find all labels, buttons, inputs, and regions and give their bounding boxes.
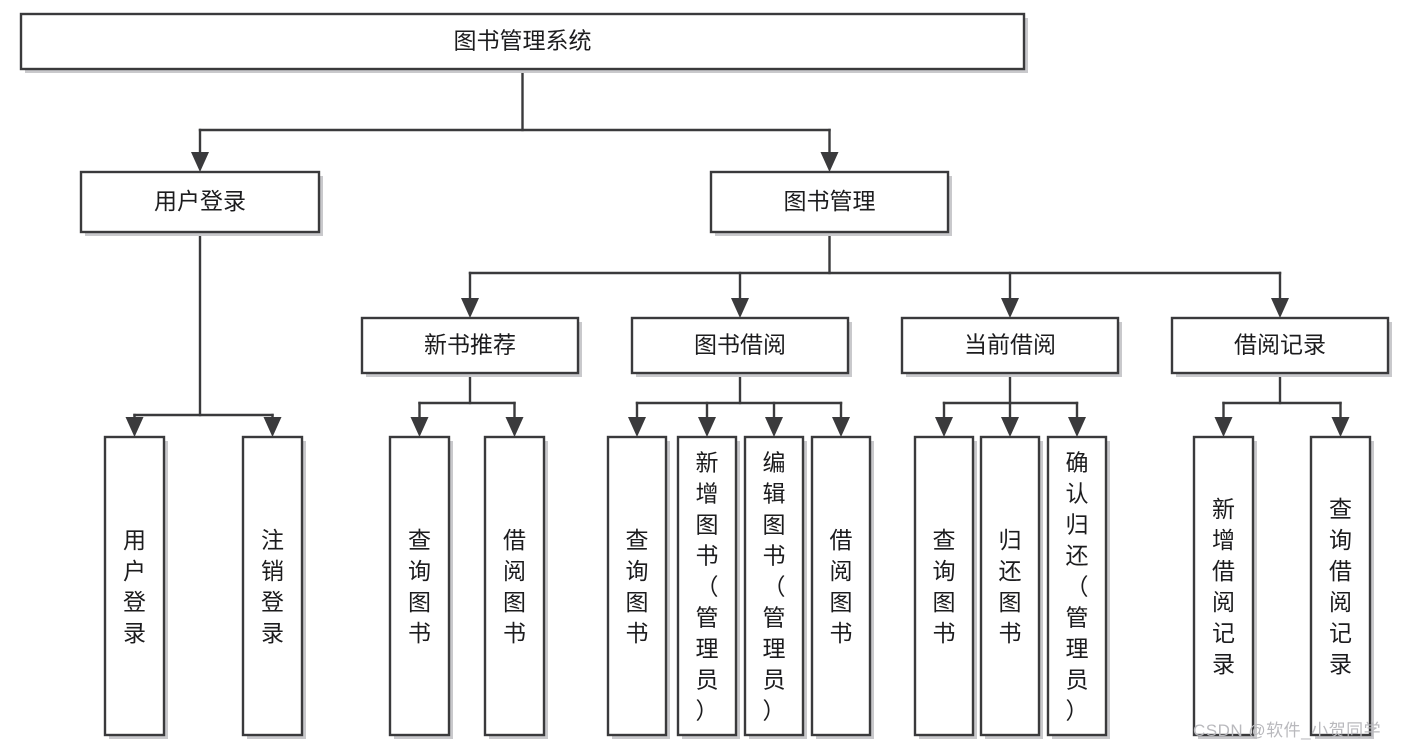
edge-arrowhead — [1001, 417, 1019, 437]
node-box — [676, 435, 738, 737]
node-box — [103, 435, 166, 737]
edge-arrowhead — [1271, 298, 1289, 318]
node-label: 查询图书 — [408, 527, 431, 646]
node-box — [709, 170, 950, 234]
node-leaf-confirm-return[interactable]: 确认归还（管理员） — [1046, 435, 1110, 739]
edge-arrowhead — [1068, 417, 1086, 437]
node-label: 确认归还（管理员） — [1066, 450, 1089, 724]
node-box — [810, 435, 872, 737]
edge-arrowhead — [1331, 417, 1350, 437]
node-label: 归还图书 — [999, 527, 1022, 646]
node-box — [1309, 435, 1372, 737]
edge-arrowhead — [461, 298, 479, 318]
edge-arrowhead — [820, 152, 839, 172]
node-label: 图书管理系统 — [454, 28, 592, 54]
node-box — [241, 435, 304, 737]
edge-arrowhead — [125, 417, 144, 437]
edge-arrowhead — [765, 417, 783, 437]
node-leaf-query-book-rec[interactable]: 查询图书 — [388, 435, 453, 739]
edge-arrowhead — [628, 417, 646, 437]
node-label: 图书借阅 — [694, 332, 786, 358]
node-label: 新书推荐 — [424, 332, 516, 358]
edge-arrowhead — [1214, 417, 1233, 437]
node-leaf-logout[interactable]: 注销登录 — [241, 435, 306, 739]
node-new-book-rec[interactable]: 新书推荐 — [360, 316, 582, 377]
node-label: 编辑图书（管理员） — [763, 450, 786, 724]
node-book-manage[interactable]: 图书管理 — [709, 170, 952, 236]
node-box — [900, 316, 1120, 375]
edge-arrowhead — [698, 417, 716, 437]
node-box — [1046, 435, 1108, 737]
node-leaf-add-book[interactable]: 新增图书（管理员） — [676, 435, 740, 739]
edge-arrowhead — [832, 417, 850, 437]
node-label: 查询图书 — [933, 527, 956, 646]
node-book-borrow[interactable]: 图书借阅 — [630, 316, 852, 377]
node-leaf-query-book-cur[interactable]: 查询图书 — [913, 435, 977, 739]
node-box — [483, 435, 546, 737]
node-root[interactable]: 图书管理系统 — [19, 12, 1028, 73]
node-label: 新增借阅记录 — [1212, 496, 1235, 677]
edge-arrowhead — [731, 298, 749, 318]
edge-arrowhead — [191, 152, 209, 172]
node-box — [630, 316, 850, 375]
node-leaf-add-record[interactable]: 新增借阅记录 — [1192, 435, 1257, 739]
edge-arrowhead — [1001, 298, 1019, 318]
node-box — [360, 316, 580, 375]
node-leaf-user-login[interactable]: 用户登录 — [103, 435, 168, 739]
node-box — [79, 170, 321, 234]
node-user-login[interactable]: 用户登录 — [79, 170, 323, 236]
edge-arrowhead — [410, 417, 429, 437]
node-borrow-record[interactable]: 借阅记录 — [1170, 316, 1392, 377]
node-box — [388, 435, 451, 737]
nodes-layer: 图书管理系统用户登录图书管理新书推荐图书借阅当前借阅借阅记录用户登录注销登录查询… — [19, 12, 1392, 739]
node-label: 借阅图书 — [830, 527, 853, 646]
node-label: 用户登录 — [154, 188, 246, 214]
edge-arrowhead — [935, 417, 953, 437]
node-label: 图书管理 — [784, 188, 876, 214]
node-leaf-borrow-book[interactable]: 借阅图书 — [810, 435, 874, 739]
node-label: 用户登录 — [123, 527, 146, 646]
edges-layer — [125, 67, 1350, 437]
node-box — [1170, 316, 1390, 375]
node-label: 注销登录 — [261, 527, 284, 646]
edge-arrowhead — [263, 417, 282, 437]
node-leaf-borrow-book-rec[interactable]: 借阅图书 — [483, 435, 548, 739]
node-label: 查询借阅记录 — [1329, 496, 1352, 677]
node-label: 借阅记录 — [1234, 332, 1326, 358]
node-label: 新增图书（管理员） — [696, 450, 719, 724]
node-label: 当前借阅 — [964, 332, 1056, 358]
node-label: 查询图书 — [626, 527, 649, 646]
node-leaf-query-book-borrow[interactable]: 查询图书 — [606, 435, 670, 739]
node-leaf-edit-book[interactable]: 编辑图书（管理员） — [743, 435, 807, 739]
node-box — [19, 12, 1026, 71]
node-box — [743, 435, 805, 737]
node-box — [1192, 435, 1255, 737]
node-leaf-return-book[interactable]: 归还图书 — [979, 435, 1043, 739]
node-leaf-query-record[interactable]: 查询借阅记录 — [1309, 435, 1374, 739]
node-box — [606, 435, 668, 737]
edge-arrowhead — [505, 417, 524, 437]
node-box — [979, 435, 1041, 737]
node-box — [913, 435, 975, 737]
node-current-borrow[interactable]: 当前借阅 — [900, 316, 1122, 377]
node-label: 借阅图书 — [503, 527, 526, 646]
